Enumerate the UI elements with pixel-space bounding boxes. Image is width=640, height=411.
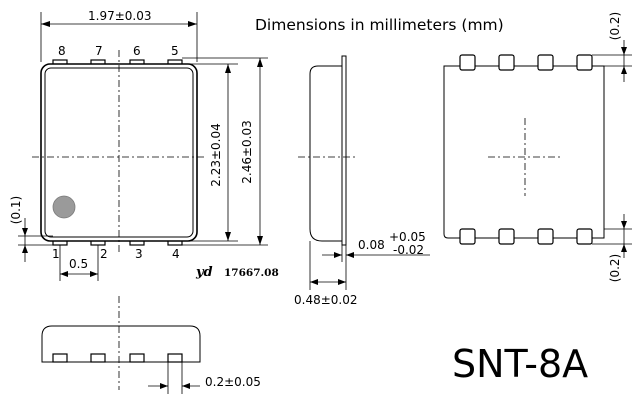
front-lead-2 [90, 353, 106, 363]
footprint-body-outline [443, 65, 605, 239]
side-height-arrow-left [310, 279, 318, 285]
pad-span-arrow-bottom [225, 232, 231, 241]
thickness-arrow-right [346, 252, 354, 258]
pin-5-label: 5 [171, 44, 179, 58]
footprint-view: (0.2) (0.2) [443, 12, 632, 282]
length-arrow-bottom [257, 236, 263, 245]
pin1-marker-dot [52, 195, 76, 219]
drawing-code: 17667.08 [224, 267, 279, 279]
pin1-offset-arrow-bottom [22, 245, 28, 253]
ext-bottom-arrow-b [621, 244, 627, 252]
thickness-upper-tol: +0.05 [389, 230, 426, 244]
pin-3-label: 3 [135, 247, 143, 261]
header-note: Dimensions in millimeters (mm) [255, 16, 504, 34]
footprint-top-ext-label: (0.2) [608, 12, 622, 40]
front-lead-1 [52, 353, 68, 363]
pin1-offset-arrow-top [22, 228, 28, 236]
width-arrow-right [188, 21, 197, 27]
width-arrow-left [41, 21, 50, 27]
package-name: SNT-8A [452, 342, 588, 386]
front-body-outline [41, 325, 201, 363]
body-width-label: 1.97±0.03 [88, 9, 152, 23]
pin-6-label: 6 [133, 44, 141, 58]
thickness-arrow-left [334, 252, 342, 258]
footprint-pad-top-3 [537, 54, 554, 71]
footprint-pad-top-2 [498, 54, 515, 71]
footprint-pad-top-1 [459, 54, 476, 71]
footprint-pad-bottom-3 [537, 228, 554, 245]
pin-7-label: 7 [95, 44, 103, 58]
lead-width-arrow-left [160, 383, 168, 389]
pin-8-label: 8 [58, 44, 66, 58]
side-view: 0.08 +0.05 -0.02 0.48±0.02 [294, 55, 430, 307]
ext-top-arrow-a [621, 47, 627, 55]
side-lead-frame [341, 55, 347, 246]
ext-bottom-arrow-a [621, 221, 627, 229]
pin-4-label: 4 [172, 247, 180, 261]
thickness-lower-tol: -0.02 [393, 243, 424, 257]
pin-1-label: 1 [52, 247, 60, 261]
front-view: 0.2±0.05 [41, 296, 261, 394]
footprint-pad-bottom-2 [498, 228, 515, 245]
footprint-pad-top-4 [576, 54, 593, 71]
front-lead-4 [167, 353, 183, 363]
pin-2-label: 2 [100, 247, 108, 261]
side-body-outline [309, 60, 343, 242]
pin-pitch-label: 0.5 [69, 257, 88, 271]
lead-width-label: 0.2±0.05 [205, 375, 261, 389]
footprint-bottom-ext-label: (0.2) [608, 254, 622, 282]
drawing-code-prefix: yd [195, 265, 213, 280]
front-lead-3 [129, 353, 145, 363]
ext-top-arrow-b [621, 66, 627, 74]
pad-span-label: 2.23±0.04 [209, 123, 223, 187]
pitch-arrow-left [60, 271, 68, 277]
thickness-nominal-label: 0.08 [358, 238, 385, 252]
side-height-arrow-right [338, 279, 346, 285]
pin1-offset-label: (0.1) [9, 196, 23, 224]
top-view: 1.97±0.03 8 7 6 5 1 2 3 4 [9, 9, 279, 281]
pad-span-arrow-top [225, 64, 231, 73]
footprint-pad-bottom-1 [459, 228, 476, 245]
side-height-label: 0.48±0.02 [294, 293, 358, 307]
lead-width-arrow-right [182, 383, 190, 389]
footprint-pad-bottom-4 [576, 228, 593, 245]
overall-length-label: 2.46±0.03 [240, 120, 254, 184]
length-arrow-top [257, 58, 263, 67]
pitch-arrow-right [90, 271, 98, 277]
